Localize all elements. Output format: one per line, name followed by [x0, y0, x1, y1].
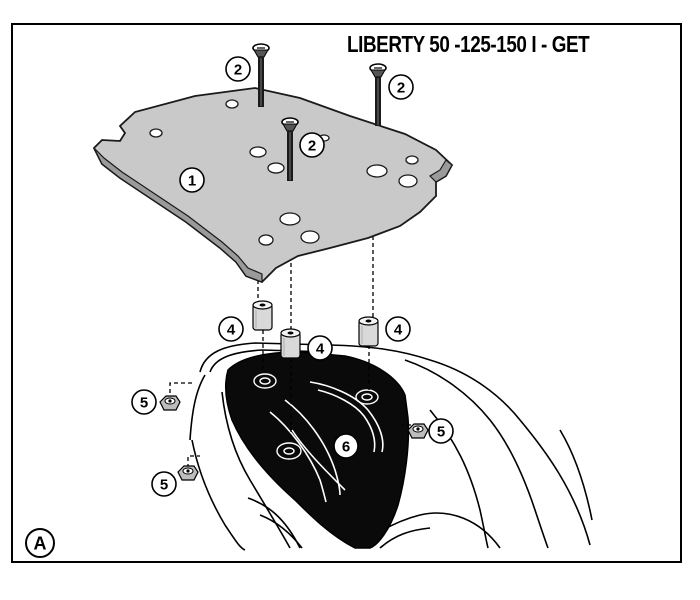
callout-spacer-left-label: 4 [227, 322, 236, 339]
view-label-text: A [34, 534, 47, 554]
callout-spacer-right-label: 4 [394, 322, 403, 339]
seat-frame-tubes [269, 381, 384, 503]
top-case-plate [92, 87, 454, 284]
callout-nut-left-lower: 5 [151, 471, 177, 497]
screw-right [369, 63, 387, 126]
callout-spacer-center: 4 [307, 335, 333, 361]
callout-plate-label: 1 [188, 173, 196, 190]
callout-screw-right-label: 2 [397, 80, 405, 97]
callout-nut-right-label: 5 [437, 424, 445, 441]
callout-nut-left-upper: 5 [131, 389, 157, 415]
spacer-right [358, 316, 379, 347]
callout-screw-center: 2 [299, 132, 325, 158]
callout-spacer-right: 4 [385, 316, 411, 342]
callout-screw-left-label: 2 [234, 62, 242, 79]
diagram-title: LIBERTY 50 -125-150 I - GET [347, 31, 590, 57]
nut-right [407, 423, 429, 439]
nut-left-upper [159, 395, 181, 411]
callout-spacer-left: 4 [218, 316, 244, 342]
spacer-left [252, 300, 273, 331]
callout-screw-center-label: 2 [308, 138, 316, 155]
view-label: A [25, 528, 55, 558]
seat-mount-area [224, 351, 410, 549]
callout-seat-frame: 6 [333, 433, 359, 459]
nut-left-lower [177, 465, 199, 481]
screw-left [252, 43, 270, 107]
seat-holes [253, 373, 379, 460]
callout-screw-right: 2 [388, 74, 414, 100]
callout-nut-left-lower-label: 5 [160, 477, 168, 494]
callout-spacer-center-label: 4 [316, 341, 325, 358]
callout-plate: 1 [179, 167, 205, 193]
callout-screw-left: 2 [225, 56, 251, 82]
spacer-center [280, 328, 301, 359]
screw-center [281, 117, 299, 181]
callout-nut-left-upper-label: 5 [140, 395, 148, 412]
callout-nut-right: 5 [428, 418, 454, 444]
callout-seat-frame-label: 6 [342, 439, 350, 456]
